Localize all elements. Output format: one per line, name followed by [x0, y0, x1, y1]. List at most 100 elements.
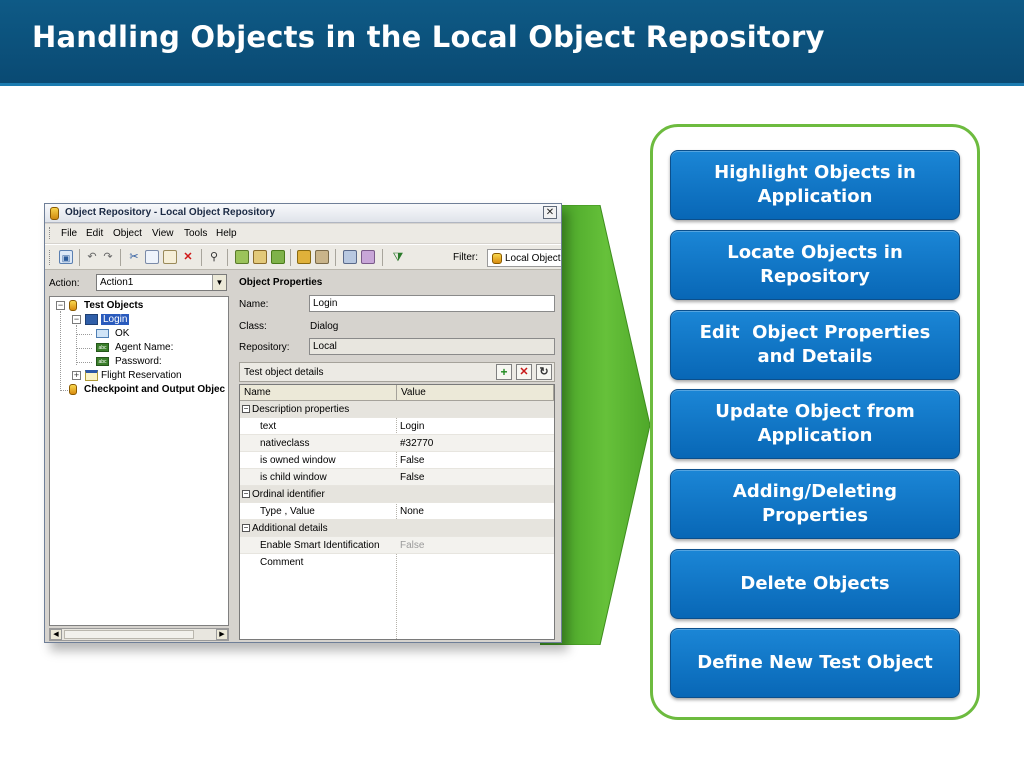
define-new-test-object-button[interactable]: Define New Test Object: [670, 628, 960, 698]
name-label: Name:: [239, 299, 269, 310]
edit-field-icon: abc: [96, 343, 109, 352]
highlight-icon[interactable]: [271, 250, 285, 264]
window-icon: [85, 370, 98, 381]
slide-title: Handling Objects in the Local Object Rep…: [32, 20, 825, 54]
tree-item-test-objects[interactable]: Test Objects: [84, 300, 144, 311]
toolbar: ▣ ↶ ↷ ✂ ✕ ⚲ ⧩ Filter:: [45, 244, 561, 270]
class-label: Class:: [239, 321, 267, 332]
object-properties-heading: Object Properties: [239, 277, 323, 288]
scroll-left-icon[interactable]: ◀: [50, 629, 62, 640]
tree-item-checkpoint-objects[interactable]: Checkpoint and Output Objec: [84, 384, 226, 395]
window-titlebar: Object Repository - Local Object Reposit…: [45, 204, 561, 223]
menubar: File Edit Object View Tools Help: [45, 224, 561, 243]
window-title: Object Repository - Local Object Reposit…: [65, 207, 276, 218]
add-property-button[interactable]: +: [496, 364, 512, 380]
table-row[interactable]: Comment: [260, 557, 304, 568]
object-properties-icon[interactable]: ▣: [59, 250, 73, 264]
menu-file[interactable]: File: [61, 228, 78, 239]
details-grid: Name Value − Description properties text…: [239, 384, 555, 640]
local-object-icon: [492, 253, 502, 264]
table-row[interactable]: text Login: [240, 418, 554, 435]
dialog-icon: [85, 314, 98, 325]
collapse-test-objects-icon[interactable]: −: [56, 300, 65, 310]
menu-help[interactable]: Help: [216, 228, 237, 239]
remove-property-button[interactable]: ✕: [516, 364, 532, 380]
table-row[interactable]: − Additional details: [240, 520, 554, 537]
table-row[interactable]: nativeclass #32770: [240, 435, 554, 452]
object-tree: − Test Objects − Login OK abc Agent Name…: [49, 296, 229, 626]
find-icon[interactable]: ⚲: [209, 251, 219, 263]
locate-in-repository-icon[interactable]: [315, 250, 329, 264]
redo-icon[interactable]: ↷: [103, 251, 113, 263]
chevron-down-icon[interactable]: ▼: [212, 275, 226, 290]
collapse-section-icon[interactable]: −: [242, 404, 250, 413]
tree-item-flight-reservation[interactable]: Flight Reservation: [101, 370, 182, 381]
title-bar: Handling Objects in the Local Object Rep…: [0, 0, 1024, 86]
checkpoint-repository-icon: [69, 384, 77, 395]
edit-field-icon: abc: [96, 357, 109, 366]
class-value: Dialog: [310, 321, 339, 332]
scrollbar-thumb[interactable]: [64, 630, 194, 639]
test-object-details-title: Test object details: [244, 367, 324, 378]
repository-label: Repository:: [239, 342, 290, 353]
table-row[interactable]: is owned window False: [240, 452, 554, 469]
copy-icon[interactable]: [145, 250, 159, 264]
scroll-right-icon[interactable]: ▶: [216, 629, 228, 640]
filter-icon[interactable]: ⧩: [392, 250, 404, 264]
adding-deleting-properties-button[interactable]: Adding/Deleting Properties: [670, 469, 960, 539]
menu-object[interactable]: Object: [113, 228, 142, 239]
repository-field: Local: [309, 338, 555, 355]
tree-horizontal-scrollbar[interactable]: ◀ ▶: [49, 628, 229, 641]
tree-item-password[interactable]: Password:: [115, 356, 162, 367]
column-header-value[interactable]: Value: [397, 385, 554, 401]
table-row[interactable]: − Ordinal identifier: [240, 486, 554, 503]
collapse-section-icon[interactable]: −: [242, 523, 250, 532]
add-objects-icon[interactable]: [235, 250, 249, 264]
name-field[interactable]: Login: [309, 295, 555, 312]
object-repository-window: Object Repository - Local Object Reposit…: [44, 203, 562, 643]
define-new-object-icon[interactable]: [343, 250, 357, 264]
button-object-icon: [96, 329, 109, 338]
update-from-application-icon[interactable]: [253, 250, 267, 264]
app-icon: [50, 207, 59, 220]
locate-objects-button[interactable]: Locate Objects in Repository: [670, 230, 960, 300]
collapse-section-icon[interactable]: −: [242, 489, 250, 498]
delete-icon[interactable]: ✕: [183, 251, 193, 263]
menubar-grip: [49, 227, 52, 239]
refresh-property-button[interactable]: ↻: [536, 364, 552, 380]
test-object-details-header: Test object details + ✕ ↻: [239, 362, 555, 382]
filter-select[interactable]: Local Object ▼: [487, 249, 561, 267]
table-row[interactable]: Type , Value None: [240, 503, 554, 520]
table-row[interactable]: − Description properties: [240, 401, 554, 418]
menu-edit[interactable]: Edit: [86, 228, 104, 239]
menu-view[interactable]: View: [152, 228, 174, 239]
cut-icon[interactable]: ✂: [129, 251, 139, 263]
window-close-button[interactable]: ✕: [543, 206, 557, 219]
action-value: Action1: [100, 277, 134, 288]
table-row[interactable]: Enable Smart Identification False: [240, 537, 554, 554]
table-row[interactable]: is child window False: [240, 469, 554, 486]
associate-repositories-icon[interactable]: [361, 250, 375, 264]
object-spy-icon[interactable]: [297, 250, 311, 264]
tree-item-ok[interactable]: OK: [115, 328, 130, 339]
collapse-login-icon[interactable]: −: [72, 314, 81, 324]
tree-item-login[interactable]: Login: [101, 314, 130, 325]
filter-label: Filter:: [453, 252, 478, 263]
action-select[interactable]: Action1 ▼: [96, 274, 227, 291]
repository-icon: [69, 300, 77, 311]
undo-icon[interactable]: ↶: [87, 251, 97, 263]
filter-value: Local Object: [505, 253, 561, 264]
delete-objects-button[interactable]: Delete Objects: [670, 549, 960, 619]
edit-object-properties-button[interactable]: Edit Object Properties and Details: [670, 310, 960, 380]
expand-flight-reservation-icon[interactable]: +: [72, 370, 81, 380]
column-header-name[interactable]: Name: [240, 385, 397, 401]
paste-icon[interactable]: [163, 250, 177, 264]
toolbar-grip: [49, 250, 52, 265]
tree-item-agent-name[interactable]: Agent Name:: [115, 342, 174, 353]
update-object-button[interactable]: Update Object from Application: [670, 389, 960, 459]
green-arrow-icon: [540, 205, 651, 645]
action-label: Action:: [49, 278, 80, 289]
highlight-objects-button[interactable]: Highlight Objects in Application: [670, 150, 960, 220]
menu-tools[interactable]: Tools: [184, 228, 208, 239]
